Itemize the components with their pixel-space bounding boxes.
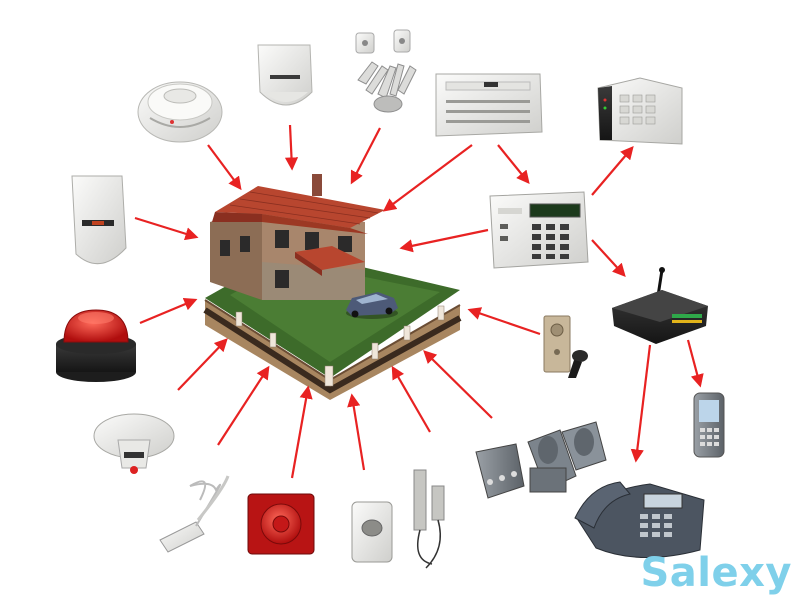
telephone-icon	[574, 481, 705, 559]
arrow-panel-to-house	[382, 144, 473, 212]
mobile-phone-icon	[693, 392, 725, 458]
arrow-panic-button	[347, 393, 366, 471]
door-contact-icon	[413, 469, 445, 569]
arrow-door-contact	[391, 365, 431, 433]
arrow-gsm-to-phone	[630, 344, 652, 463]
motion-sensor-icon	[257, 44, 313, 106]
house-icon	[203, 174, 462, 400]
arrow-motion-left	[134, 216, 199, 241]
smoke-detector-icon	[137, 81, 223, 143]
arrow-heat-detector	[177, 338, 228, 391]
panic-button-icon	[351, 501, 393, 563]
arrow-panel-to-keypad	[497, 144, 530, 185]
arrow-keypad-to-gsm	[591, 239, 626, 277]
arrow-sounder	[290, 385, 313, 479]
control-panel-icon	[435, 73, 543, 137]
arrow-keypad-to-house	[399, 228, 489, 253]
car	[346, 292, 398, 319]
motion-sensor-icon	[71, 175, 127, 264]
strobe-siren-icon	[56, 309, 136, 382]
key-fob-icon	[355, 29, 417, 113]
arrow-glass-break	[217, 365, 270, 446]
sounder-icon	[247, 493, 315, 555]
connection-arrows	[134, 124, 704, 479]
gsm-module-icon	[612, 267, 708, 344]
wall-keypad-icon	[597, 77, 683, 145]
heat-detector-icon	[93, 413, 175, 474]
arrow-strobe	[139, 297, 198, 325]
arrow-motion-top	[284, 124, 299, 171]
salexy-watermark: Salexy	[640, 550, 792, 596]
arrow-key-fobs	[350, 127, 381, 185]
ibutton-reader-icon	[543, 315, 588, 378]
arrow-ibutton	[467, 307, 541, 336]
lcd-keypad-icon	[489, 191, 589, 269]
arrow-keypad-to-wallpad	[591, 145, 634, 196]
beam-detector-icon	[475, 421, 607, 499]
arrow-beam	[423, 350, 493, 419]
glass-break-icon	[159, 475, 230, 553]
arrow-gsm-to-mobile	[686, 339, 704, 388]
arrow-smoke-detector	[207, 144, 242, 191]
